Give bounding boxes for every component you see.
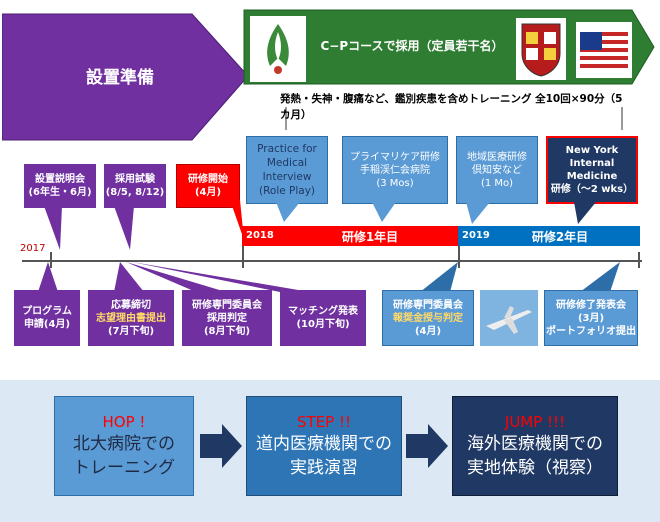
- finish-line3: ポートフォリオ提出: [546, 325, 636, 337]
- tick-2017: [50, 252, 52, 268]
- tick-end: [638, 252, 640, 268]
- arrow-1-icon: [200, 424, 242, 468]
- jump-line1: 海外医療機関での: [467, 434, 603, 454]
- year1-label: 研修1年目: [341, 229, 399, 244]
- finish-line2: (3月): [577, 312, 605, 324]
- training-note: 発熱・失神・腹痛など、鑑別疾患を含めトレーニング 全10回×90分（5カ月）: [280, 91, 630, 121]
- committee2-box: 研修専門委員会 報奨金授与判定 (4月): [382, 290, 474, 346]
- exam-title: 採用試験: [115, 174, 155, 185]
- committee2-line2: 報奨金授与判定: [393, 312, 463, 324]
- regional-line2: 倶知安など: [472, 164, 522, 176]
- apply-line3: (7月下旬): [107, 325, 155, 337]
- step-title: STEP !!: [296, 413, 351, 431]
- step-line2: 実践演習: [290, 458, 358, 478]
- primary-line1: プライマリケア研修: [350, 151, 440, 163]
- program-box: プログラム 申請(4月): [14, 290, 80, 346]
- matching-box: マッチング発表 (10月下旬): [280, 290, 366, 346]
- year-2017: 2017: [20, 243, 46, 254]
- prep-label: 設置準備: [86, 67, 154, 88]
- start-box: 研修開始 (4月): [176, 164, 240, 208]
- matching-line2: (10月下旬): [296, 319, 350, 330]
- step-line1: 道内医療機関での: [256, 434, 392, 454]
- start-pointer: [230, 200, 244, 240]
- newyork-line1: New York: [565, 145, 619, 156]
- year-2018: 2018: [246, 230, 274, 241]
- regional-line3: (1 Mo): [480, 177, 514, 189]
- year-2019: 2019: [462, 230, 490, 241]
- committee2-line3: (4月): [414, 325, 442, 337]
- apply-line2: 志望理由書提出: [96, 312, 166, 324]
- explain-title: 設置説明会: [35, 174, 85, 185]
- newyork-box: New York Internal Medicine 研修（～2 wks）: [546, 136, 638, 204]
- exam-pointer: [114, 206, 134, 250]
- finish-line1: 研修修了発表会: [556, 299, 626, 311]
- program-line2: 申請(4月): [23, 319, 71, 330]
- bottom-pointers: [38, 262, 620, 292]
- newyork-line3: 研修（～2 wks）: [550, 184, 634, 195]
- jump-title: JUMP !!!: [504, 413, 566, 431]
- cp-course-label: C−Pコースで採用（定員若干名）: [320, 38, 504, 53]
- hop-line2: トレーニング: [73, 458, 175, 478]
- regional-box: 地域医療研修 倶知安など (1 Mo): [456, 136, 538, 204]
- arrow-2-icon: [406, 424, 448, 468]
- exam-box: 採用試験 (8/5, 8/12): [104, 164, 166, 208]
- committee1-box: 研修専門委員会 採用判定 (8月下旬): [182, 290, 272, 346]
- finish-box: 研修修了発表会 (3月) ポートフォリオ提出: [544, 290, 638, 346]
- apply-line1: 応募締切: [111, 299, 151, 311]
- hop-line1: 北大病院での: [73, 434, 175, 454]
- primary-pointer: [372, 202, 396, 222]
- primary-line2: 手稲渓仁会病院: [360, 164, 430, 176]
- newyork-line2: Internal Medicine: [566, 158, 618, 182]
- airplane-image: [480, 290, 538, 346]
- tick-2018: [242, 246, 244, 268]
- crest-logo: [516, 18, 566, 80]
- regional-line1: 地域医療研修: [467, 151, 527, 163]
- tick-2019: [458, 246, 460, 268]
- interview-line3: (Role Play): [258, 185, 316, 197]
- committee1-line3: (8月下旬): [203, 325, 251, 337]
- interview-line2: Medical Interview: [262, 157, 312, 183]
- hospital-logo: [250, 16, 306, 82]
- committee1-line2: 採用判定: [207, 312, 247, 324]
- us-flag-icon: [576, 22, 632, 78]
- jump-box: JUMP !!! 海外医療機関での 実地体験（視察）: [452, 396, 618, 496]
- matching-line1: マッチング発表: [288, 306, 358, 317]
- explain-pointer: [44, 206, 62, 250]
- primary-box: プライマリケア研修 手稲渓仁会病院 (3 Mos): [342, 136, 448, 204]
- jump-line2: 実地体験（視察）: [467, 458, 603, 478]
- timeline-axis: [22, 260, 642, 262]
- start-date: (4月): [194, 187, 222, 198]
- committee1-line1: 研修専門委員会: [192, 299, 262, 311]
- interview-pointer: [276, 202, 300, 222]
- interview-line1: Practice for: [257, 143, 317, 155]
- year2-label: 研修2年目: [531, 229, 589, 244]
- hop-box: HOP ! 北大病院での トレーニング: [54, 396, 194, 496]
- year2-bar: [458, 226, 640, 246]
- program-line1: プログラム: [22, 306, 72, 317]
- apply-box: 応募締切 志望理由書提出 (7月下旬): [88, 290, 174, 346]
- explain-date: (6年生・6月): [28, 187, 92, 198]
- start-title: 研修開始: [188, 174, 228, 185]
- exam-date: (8/5, 8/12): [105, 187, 165, 198]
- year1-bar: [242, 226, 458, 246]
- step-box: STEP !! 道内医療機関での 実践演習: [246, 396, 402, 496]
- regional-pointer: [466, 202, 490, 224]
- explain-box: 設置説明会 (6年生・6月): [24, 164, 96, 208]
- committee2-line1: 研修専門委員会: [393, 299, 463, 311]
- newyork-pointer: [574, 202, 596, 224]
- hop-title: HOP !: [102, 413, 146, 431]
- prep-arrow: [2, 13, 249, 141]
- interview-box: Practice for Medical Interview (Role Pla…: [246, 136, 328, 204]
- primary-line3: (3 Mos): [376, 177, 414, 189]
